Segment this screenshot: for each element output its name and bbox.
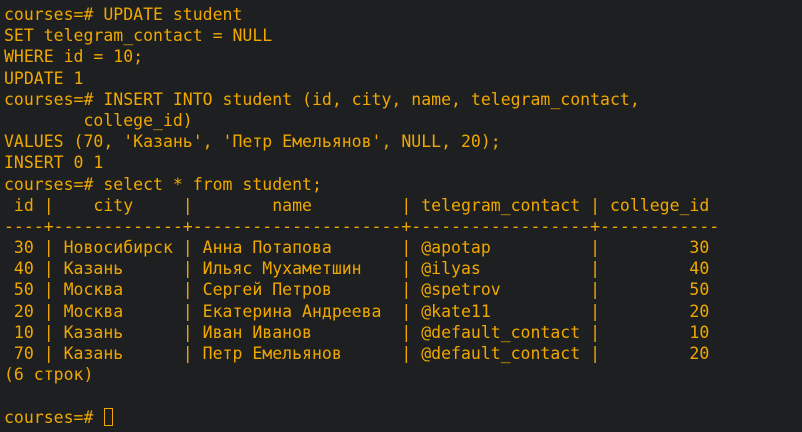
terminal-line-insert-continuation: college_id) xyxy=(4,110,193,130)
table-row: 10 | Казань | Иван Иванов | @default_con… xyxy=(4,322,710,342)
row-count: (6 строк) xyxy=(4,365,94,385)
text-cursor[interactable] xyxy=(104,408,114,427)
active-prompt-line[interactable]: courses=# xyxy=(4,407,802,428)
table-row: 30 | Новосибирск | Анна Потапова | @apot… xyxy=(4,238,710,258)
table-header-row: id | city | name | telegram_contact | co… xyxy=(4,195,710,215)
table-row: 20 | Москва | Екатерина Андреева | @kate… xyxy=(4,301,710,321)
terminal-line-update-command: courses=# UPDATE student xyxy=(4,5,243,24)
terminal-line-values-clause: VALUES (70, 'Казань', 'Петр Емельянов', … xyxy=(4,132,501,152)
table-separator: ----+-------------+---------------------… xyxy=(4,216,720,236)
table-row: 50 | Москва | Сергей Петров | @spetrov |… xyxy=(4,280,710,300)
terminal-line-where-clause: WHERE id = 10; xyxy=(4,47,144,67)
terminal-line-insert-result: INSERT 0 1 xyxy=(4,153,104,173)
terminal-line-insert-command: courses=# INSERT INTO student (id, city,… xyxy=(4,89,640,109)
terminal-line-update-result: UPDATE 1 xyxy=(4,68,84,88)
terminal-line-set-clause: SET telegram_contact = NULL xyxy=(4,26,273,46)
table-row: 70 | Казань | Петр Емельянов | @default_… xyxy=(4,344,710,363)
terminal-line-select-command: courses=# select * from student; xyxy=(4,174,322,194)
blank-line xyxy=(4,385,802,406)
table-row: 40 | Казань | Ильяс Мухаметшин | @ilyas … xyxy=(4,259,710,279)
prompt-text: courses=# xyxy=(4,407,104,427)
